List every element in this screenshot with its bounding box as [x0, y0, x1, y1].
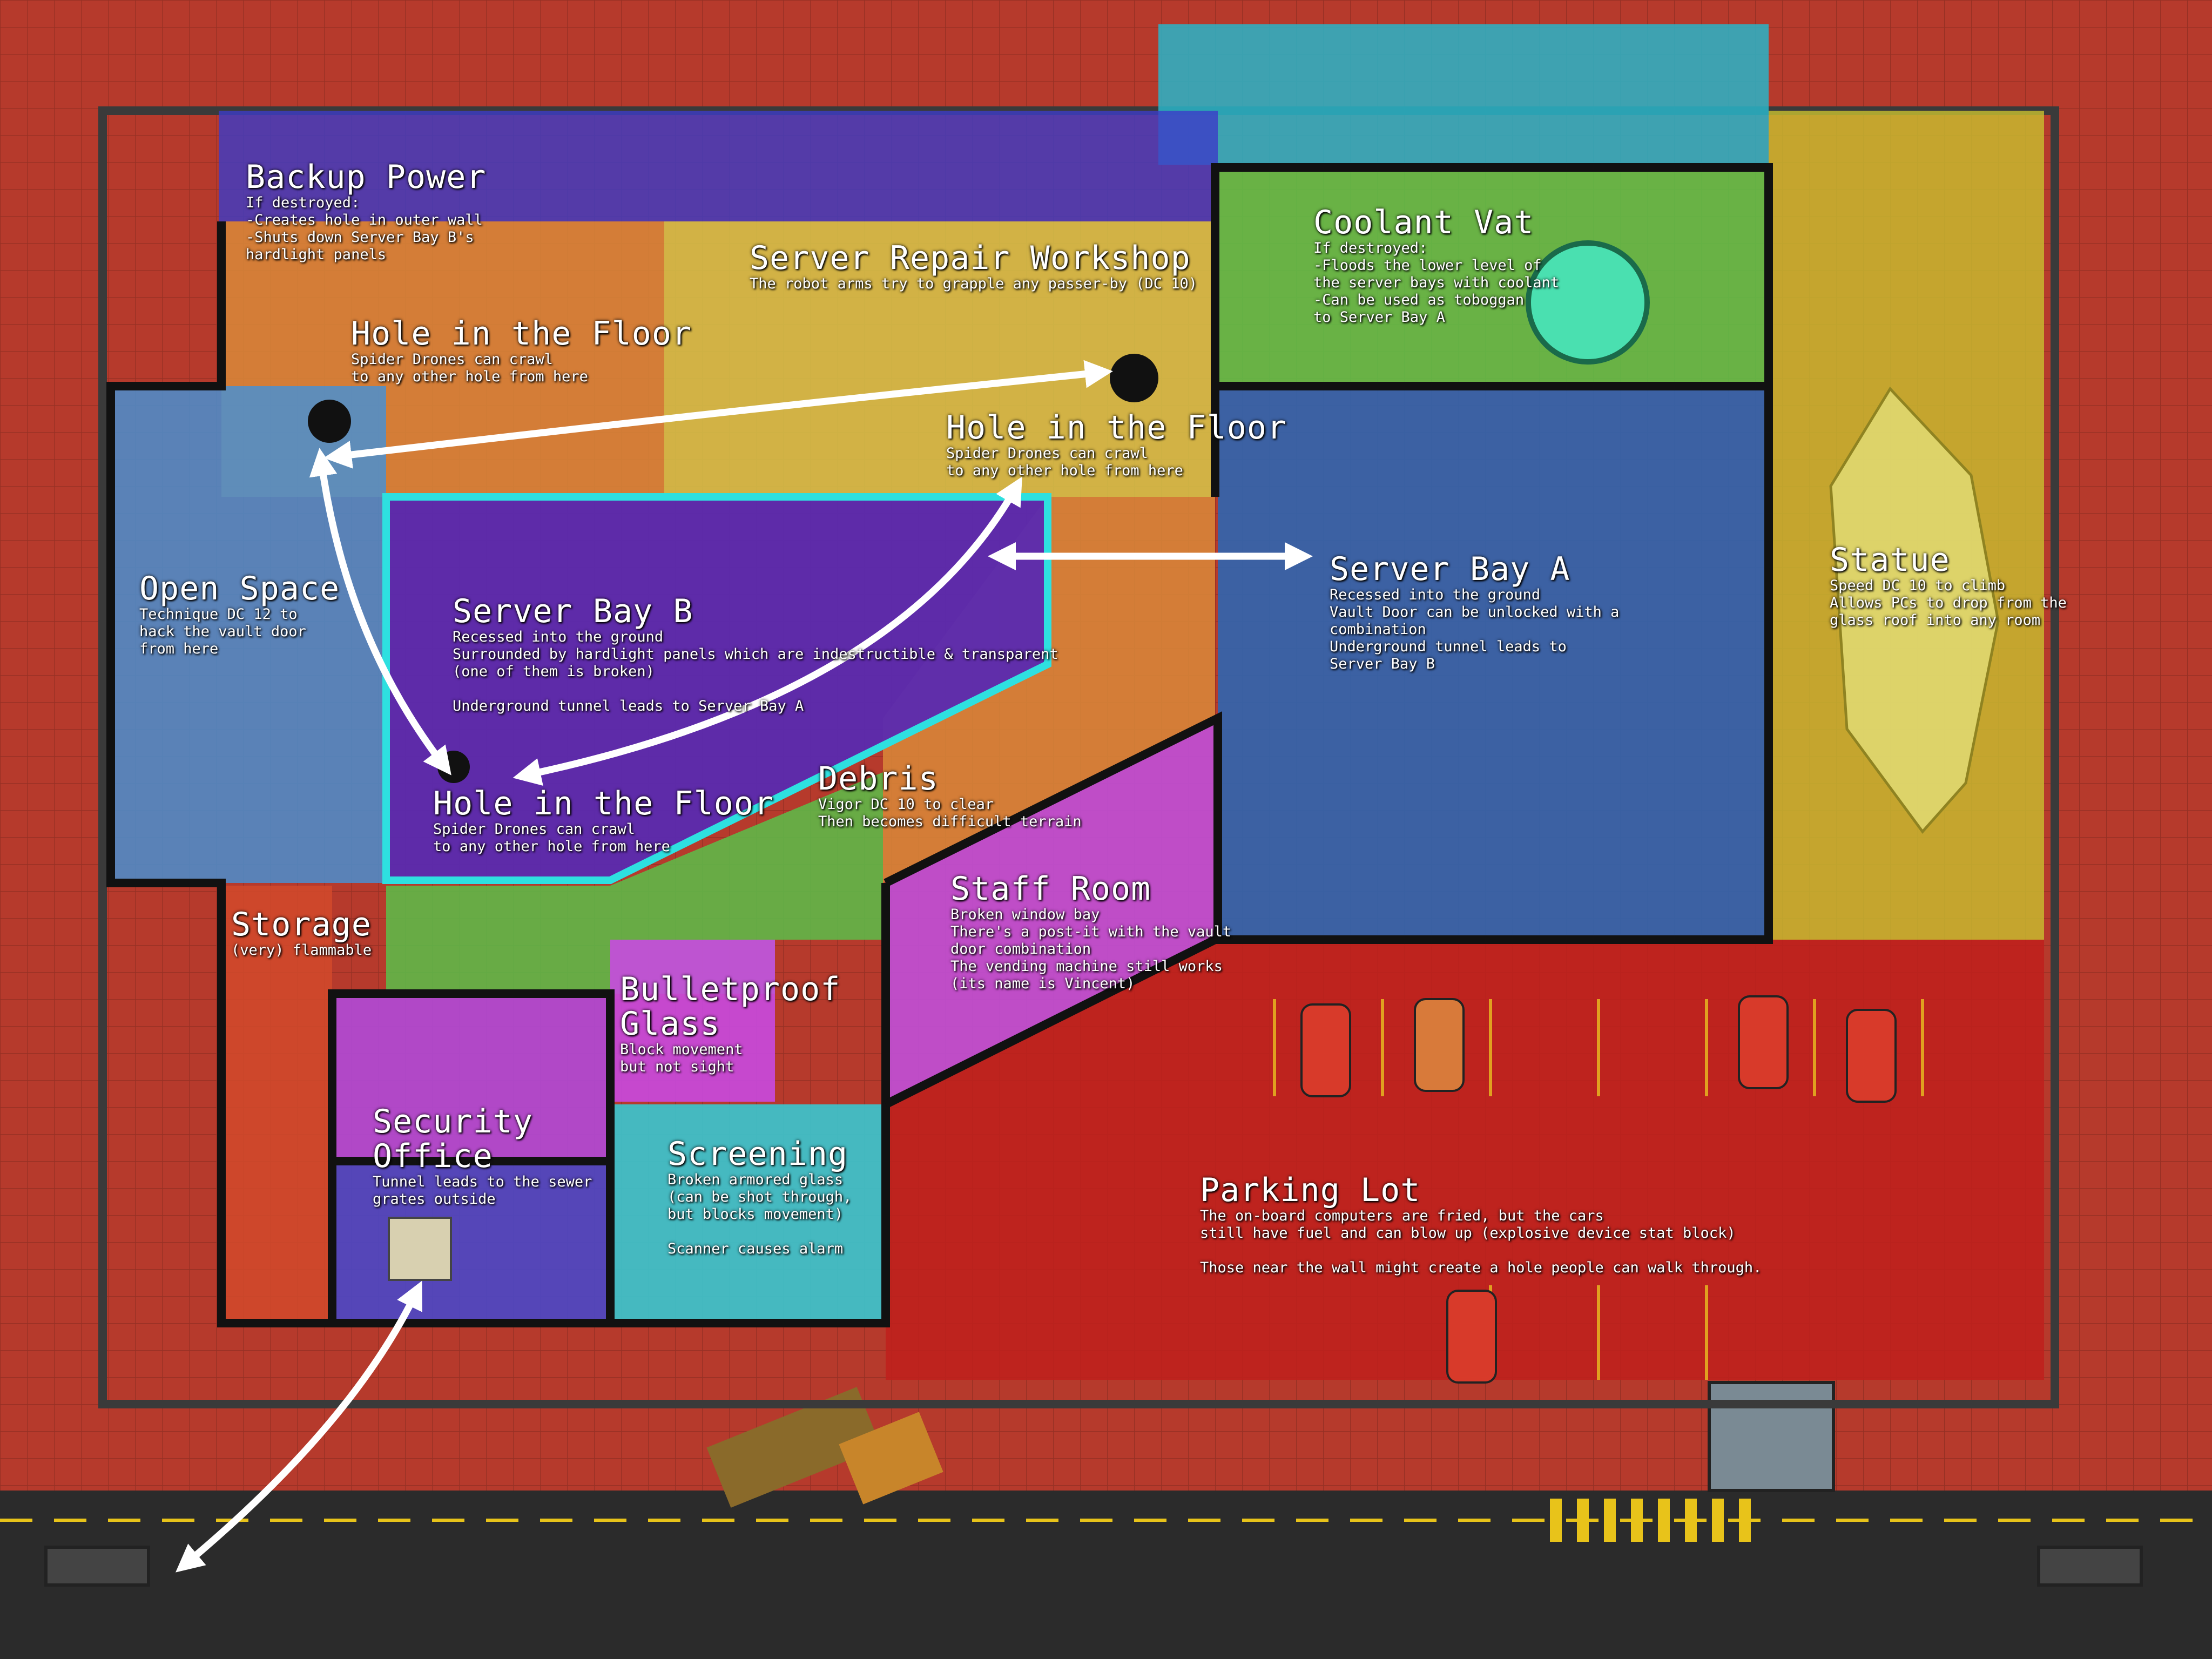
zone-security-office-upper — [332, 994, 608, 1161]
workshop-label: Server Repair Workshop The robot arms tr… — [750, 241, 1197, 293]
statue-desc: Speed DC 10 to climb Allows PCs to drop … — [1830, 577, 2067, 629]
backup-power-desc: If destroyed: -Creates hole in outer wal… — [246, 194, 483, 263]
parking-lot-label: Parking Lot The on-board computers are f… — [1200, 1173, 1762, 1277]
arrow-hole1-hole3 — [309, 448, 451, 775]
debris-desc: Vigor DC 10 to clear Then becomes diffic… — [818, 796, 1082, 830]
zone-bulletproof-glass — [610, 940, 775, 1102]
open-space-label: Open Space Technique DC 12 to hack the v… — [139, 571, 340, 658]
statue-label: Statue Speed DC 10 to climb Allows PCs t… — [1830, 543, 2067, 629]
zone-backup-power — [219, 111, 1218, 221]
hole-1-desc: Spider Drones can crawl to any other hol… — [351, 351, 588, 385]
workshop-desc: The robot arms try to grapple any passer… — [750, 275, 1198, 292]
building-walls — [106, 163, 1773, 1327]
bulletproof-desc: Block movement but not sight — [620, 1041, 743, 1075]
screening-label: Screening Broken armored glass (can be s… — [667, 1137, 852, 1258]
zone-staff-room — [886, 718, 1215, 1104]
hole-3-label: Hole in the Floor Spider Drones can craw… — [433, 786, 774, 855]
open-space-title: Open Space — [139, 570, 340, 608]
server-bay-a-label: Server Bay A Recessed into the ground Va… — [1330, 552, 1619, 673]
parking-lot-desc: The on-board computers are fried, but th… — [1200, 1208, 1762, 1276]
hole-1-title: Hole in the Floor — [351, 315, 692, 353]
debris-title: Debris — [818, 760, 939, 798]
crosswalk-stripes — [1550, 1499, 1751, 1542]
zone-storage — [221, 886, 332, 1323]
security-office-title: Security Office — [373, 1103, 533, 1175]
road — [0, 1491, 2212, 1659]
parking-stripes — [1273, 999, 1924, 1380]
coolant-vat-label: Coolant Vat If destroyed: -Floods the lo… — [1313, 205, 1559, 326]
backup-power-title: Backup Power — [246, 158, 487, 196]
staff-room-label: Staff Room Broken window bay There's a p… — [950, 872, 1231, 993]
hole-3-title: Hole in the Floor — [433, 785, 774, 822]
coolant-vat-desc: If destroyed: -Floods the lower level of… — [1313, 240, 1560, 326]
sewer-hatch — [388, 1217, 452, 1281]
storage-title: Storage — [231, 906, 372, 943]
hole-2-desc: Spider Drones can crawl to any other hol… — [946, 445, 1183, 479]
open-space-desc: Technique DC 12 to hack the vault door f… — [139, 606, 306, 657]
storage-label: Storage (very) flammable — [231, 907, 372, 959]
server-bay-a-desc: Recessed into the ground Vault Door can … — [1330, 586, 1620, 672]
crystal-statue — [1829, 386, 2000, 834]
statue-title: Statue — [1830, 541, 1950, 579]
coolant-vat-tank — [1526, 240, 1650, 365]
bulletproof-title: Bulletproof Glass — [620, 970, 841, 1043]
server-bay-a-title: Server Bay A — [1330, 550, 1570, 588]
zone-coolant-top — [1158, 24, 1769, 165]
zone-server-bay-a — [1218, 386, 1769, 940]
zone-debris — [386, 772, 883, 994]
parked-cars — [1300, 995, 1897, 1384]
screening-title: Screening — [667, 1135, 848, 1173]
truck — [706, 1387, 943, 1508]
bulletproof-label: Bulletproof Glass Block movement but not… — [620, 972, 840, 1076]
debris-label: Debris Vigor DC 10 to clear Then becomes… — [818, 761, 1082, 831]
staff-room-desc: Broken window bay There's a post-it with… — [950, 906, 1232, 992]
server-bay-b-title: Server Bay B — [453, 592, 693, 630]
sewer-grate-left — [44, 1546, 150, 1587]
hole-1-label: Hole in the Floor Spider Drones can craw… — [351, 316, 692, 386]
zone-coolant-vat — [1215, 167, 1769, 383]
floor-hole-1 — [308, 400, 351, 443]
staff-room-title: Staff Room — [950, 870, 1151, 908]
zone-orange-corridor — [883, 497, 1215, 883]
arrow-hole3-holeB — [512, 476, 1022, 786]
arrow-hole1-hole2 — [323, 360, 1113, 469]
security-office-label: Security Office Tunnel leads to the sewe… — [373, 1104, 592, 1208]
sewer-grate-right — [2037, 1546, 2143, 1587]
zone-screening — [610, 1104, 886, 1323]
backup-power-label: Backup Power If destroyed: -Creates hole… — [246, 160, 486, 264]
workshop-title: Server Repair Workshop — [750, 239, 1191, 277]
security-office-desc: Tunnel leads to the sewer grates outside — [373, 1174, 592, 1208]
parking-lot-title: Parking Lot — [1200, 1171, 1421, 1209]
server-bay-b-label: Server Bay B Recessed into the ground Su… — [453, 594, 1058, 715]
connection-arrows — [176, 360, 1313, 1573]
storage-desc: (very) flammable — [231, 942, 372, 959]
hole-3-desc: Spider Drones can crawl to any other hol… — [433, 821, 670, 855]
screening-desc: Broken armored glass (can be shot throug… — [667, 1171, 852, 1257]
server-bay-b-desc: Recessed into the ground Surrounded by h… — [453, 629, 1058, 714]
hole-2-title: Hole in the Floor — [946, 409, 1287, 447]
floor-hole-3 — [437, 751, 470, 783]
guard-booth — [1708, 1381, 1835, 1492]
coolant-vat-title: Coolant Vat — [1313, 204, 1534, 241]
arrow-sewer-office — [176, 1280, 422, 1573]
floor-hole-2 — [1110, 354, 1158, 402]
hole-2-label: Hole in the Floor Spider Drones can craw… — [946, 410, 1287, 480]
